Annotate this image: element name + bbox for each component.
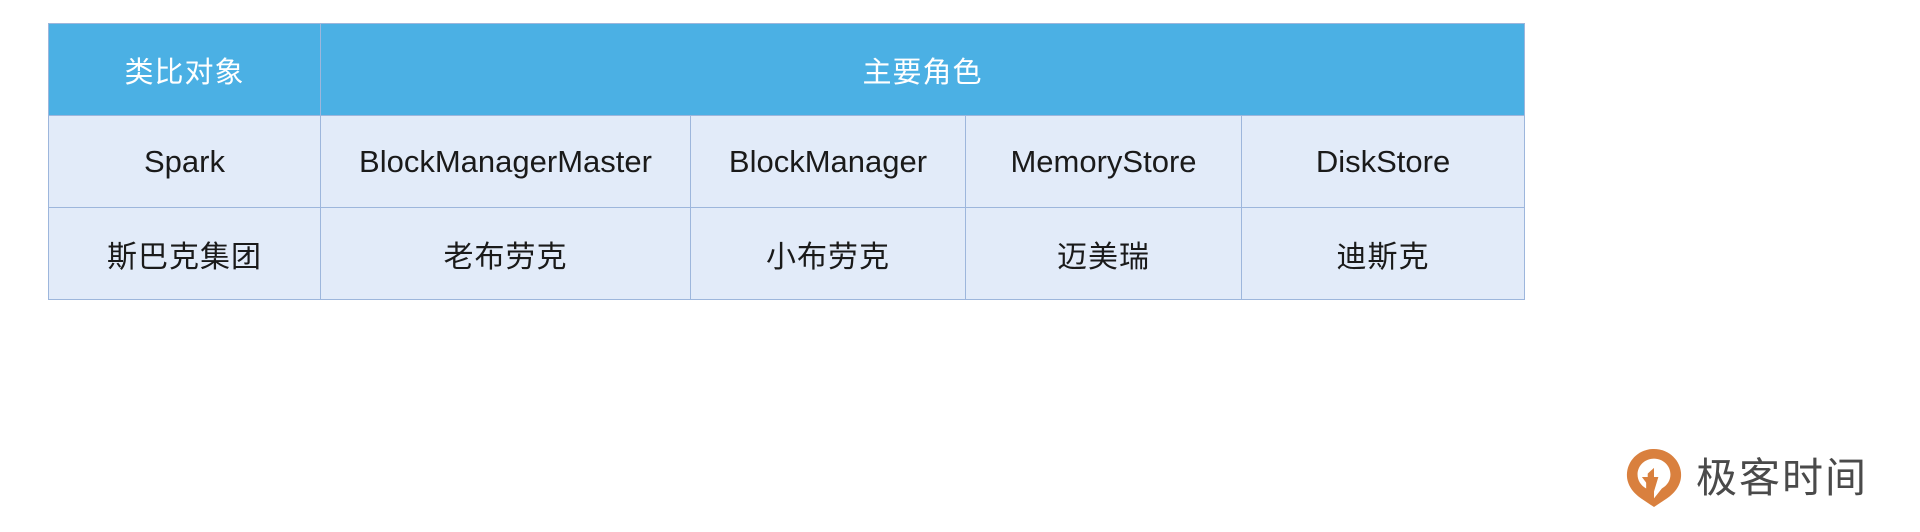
cell-maimeirui: 迈美瑞 [965, 207, 1242, 300]
table-header-row: 类比对象 主要角色 [48, 23, 1526, 116]
brand-logo: 极客时间 [1625, 448, 1868, 508]
cell-blockmanager: BlockManager [690, 115, 966, 208]
cell-disike: 迪斯克 [1240, 207, 1526, 300]
geektime-logo-icon [1626, 448, 1682, 508]
table-row: 斯巴克集团 老布劳克 小布劳克 迈美瑞 迪斯克 [48, 207, 1526, 300]
cell-sibake-jituan: 斯巴克集团 [48, 207, 321, 300]
cell-blockmanagermaster: BlockManagerMaster [320, 115, 691, 208]
analogy-table-container: 类比对象 主要角色 Spark BlockManagerMaster Block… [48, 23, 1526, 300]
brand-logo-text: 极客时间 [1696, 453, 1868, 502]
cell-diskstore: DiskStore [1240, 115, 1526, 208]
header-cell-category: 类比对象 [48, 23, 321, 116]
header-cell-main-roles: 主要角色 [319, 23, 1526, 116]
cell-spark: Spark [48, 115, 321, 208]
cell-xiao-bulaoke: 小布劳克 [690, 207, 966, 300]
cell-memorystore: MemoryStore [965, 115, 1242, 208]
analogy-table: 类比对象 主要角色 Spark BlockManagerMaster Block… [48, 23, 1526, 300]
table-row: Spark BlockManagerMaster BlockManager Me… [48, 115, 1526, 208]
cell-lao-bulaoke: 老布劳克 [320, 207, 691, 300]
